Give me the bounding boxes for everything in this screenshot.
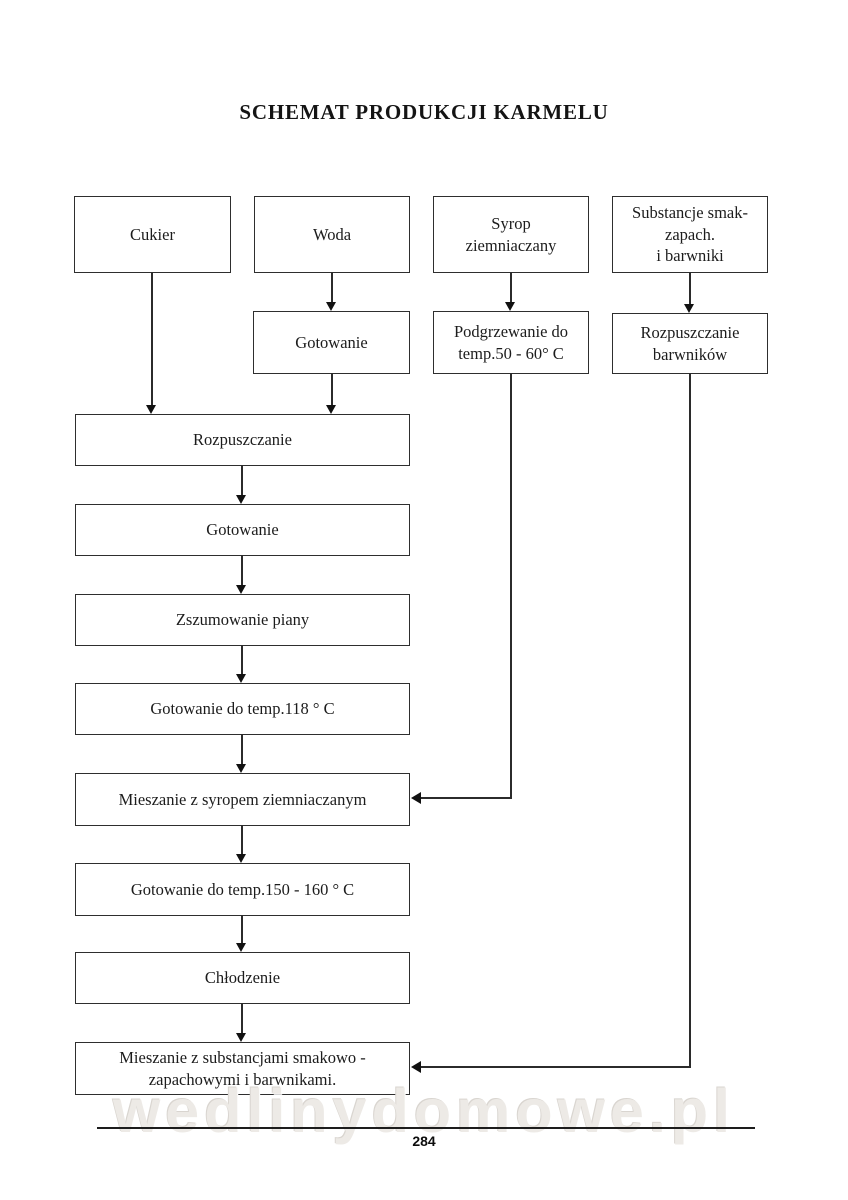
arrow-down-icon: [236, 854, 246, 863]
edge-podgrzewanie-mieszanie-vline: [510, 373, 512, 799]
arrow-down-icon: [326, 302, 336, 311]
node-rozpuszczanie-barwnikow: Rozpuszczanie barwników: [612, 313, 768, 374]
page-number: 284: [412, 1133, 436, 1149]
arrow-down-icon: [505, 302, 515, 311]
edge-barwniki-mieszanie2-vline: [689, 373, 691, 1068]
edge-gotowanie118-mieszanie-line: [241, 734, 243, 765]
arrow-down-icon: [146, 405, 156, 414]
arrow-left-icon: [411, 1061, 421, 1073]
node-cukier: Cukier: [74, 196, 231, 273]
edge-gotowanie-zszumowanie-line: [241, 555, 243, 586]
edge-gotowanie-rozpuszczanie-line: [331, 373, 333, 406]
arrow-down-icon: [236, 1033, 246, 1042]
node-gotowanie-wody: Gotowanie: [253, 311, 410, 374]
edge-mieszanie-gotowanie150-line: [241, 825, 243, 855]
page-title: SCHEMAT PRODUKCJI KARMELU: [239, 100, 609, 124]
node-gotowanie-118: Gotowanie do temp.118 ° C: [75, 683, 410, 735]
node-podgrzewanie: Podgrzewanie do temp.50 - 60° C: [433, 311, 589, 374]
node-syrop-ziemniaczany: Syrop ziemniaczany: [433, 196, 589, 273]
arrow-down-icon: [684, 304, 694, 313]
node-substancje-smak-zapach: Substancje smak- zapach. i barwniki: [612, 196, 768, 273]
edge-substancje-rozpuszczanie-barwnikow-line: [689, 272, 691, 305]
node-gotowanie-150-160: Gotowanie do temp.150 - 160 ° C: [75, 863, 410, 916]
arrow-left-icon: [411, 792, 421, 804]
edge-woda-gotowanie-line: [331, 272, 333, 303]
arrow-down-icon: [236, 585, 246, 594]
node-mieszanie-z-substancjami: Mieszanie z substancjami smakowo - zapac…: [75, 1042, 410, 1095]
edge-gotowanie150-chlodzenie-line: [241, 915, 243, 944]
footer-rule: [97, 1127, 755, 1129]
node-chlodzenie: Chłodzenie: [75, 952, 410, 1004]
edge-barwniki-mieszanie2-hline: [421, 1066, 690, 1068]
edge-cukier-rozpuszczanie-line: [151, 272, 153, 406]
arrow-down-icon: [236, 943, 246, 952]
node-gotowanie: Gotowanie: [75, 504, 410, 556]
arrow-down-icon: [236, 674, 246, 683]
edge-zszumowanie-gotowanie118-line: [241, 645, 243, 675]
edge-podgrzewanie-mieszanie-hline: [421, 797, 511, 799]
node-woda: Woda: [254, 196, 410, 273]
arrow-down-icon: [236, 764, 246, 773]
arrow-down-icon: [236, 495, 246, 504]
edge-rozpuszczanie-gotowanie-line: [241, 465, 243, 496]
arrow-down-icon: [326, 405, 336, 414]
edge-syrop-podgrzewanie-line: [510, 272, 512, 303]
node-zszumowanie-piany: Zszumowanie piany: [75, 594, 410, 646]
edge-chlodzenie-mieszanie2-line: [241, 1003, 243, 1034]
node-mieszanie-z-syropem: Mieszanie z syropem ziemniaczanym: [75, 773, 410, 826]
watermark: wedlinydomowe.pl: [112, 1077, 736, 1145]
node-rozpuszczanie: Rozpuszczanie: [75, 414, 410, 466]
